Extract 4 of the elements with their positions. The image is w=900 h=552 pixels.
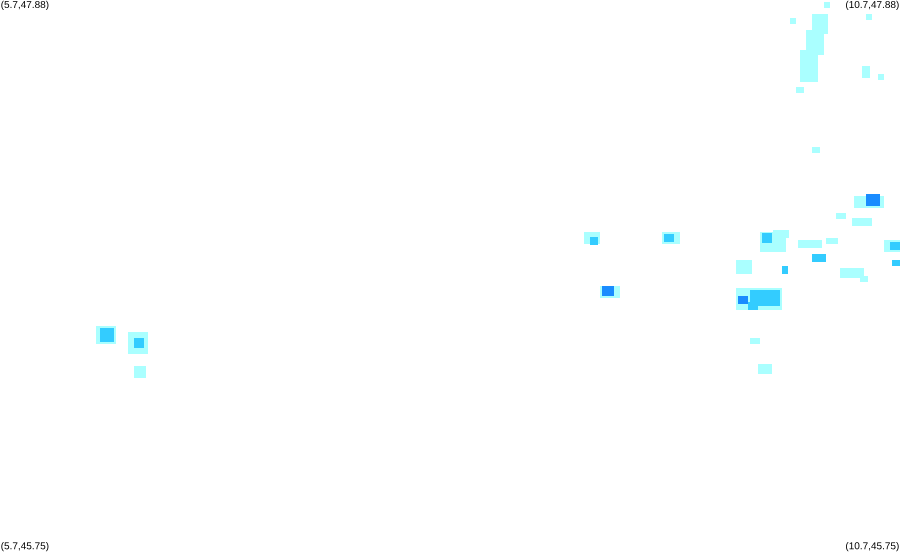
coordinate-label: (5.7,47.88) — [1, 0, 48, 10]
coordinate-label: (10.7,45.75) — [846, 542, 899, 552]
coordinate-label: (5.7,45.75) — [1, 542, 48, 552]
coordinate-label: (10.7,47.88) — [846, 0, 899, 10]
